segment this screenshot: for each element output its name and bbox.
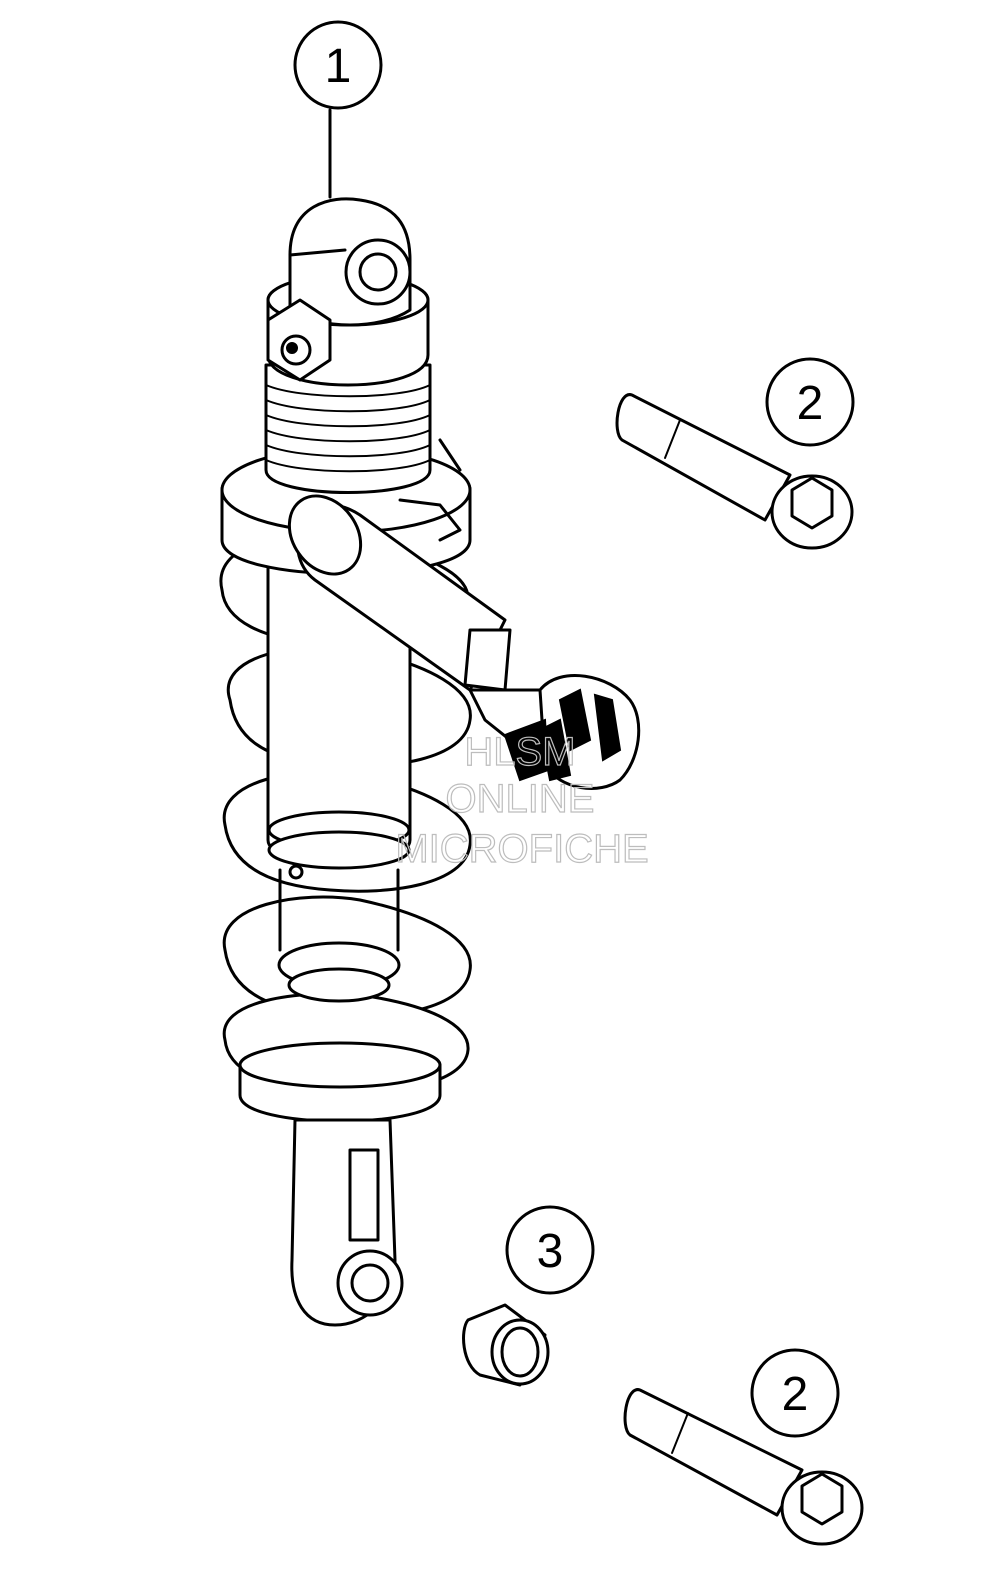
callout-1-label: 1 [325,40,352,93]
bottom-clevis [290,1118,404,1327]
callout-2-top-label: 2 [797,377,824,430]
bolt-top [615,393,854,550]
callout-2-top: 2 [765,357,855,447]
callout-3: 3 [505,1205,595,1295]
reservoir-arm [287,438,562,742]
watermark: HLSM ONLINE MICROFICHE [395,729,650,871]
top-eye-mount [288,197,412,327]
watermark-line-1: HLSM [464,730,575,774]
callout-2-bottom: 2 [750,1348,840,1438]
watermark-line-3: MICROFICHE [395,827,648,871]
bolt-bottom [623,1388,864,1546]
bottom-spring-seat [238,1041,442,1123]
shock-absorber-drawing [219,108,641,1327]
damper-body [266,558,412,1003]
bleed-valve [266,298,332,382]
callout-1: 1 [293,20,383,110]
threaded-section [264,363,432,494]
adjuster-knob [503,674,641,790]
watermark-line-2: ONLINE [446,777,595,821]
callout-3-label: 3 [537,1225,564,1278]
bushing [462,1303,550,1387]
callout-2-bottom-label: 2 [782,1368,809,1421]
